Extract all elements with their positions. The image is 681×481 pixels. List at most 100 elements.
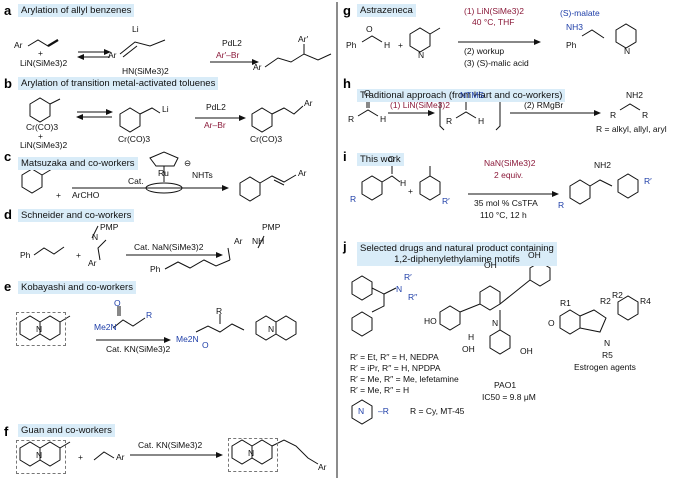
panel-b-li: Li xyxy=(162,104,169,114)
panel-d-ar: Ar xyxy=(88,258,97,268)
panel-f-arene-box xyxy=(16,440,66,474)
panel-h-r: R xyxy=(348,114,355,124)
panel-d-product-pmp: PMP xyxy=(262,222,281,232)
panel-h-product-r2: R xyxy=(642,110,649,120)
panel-h-h2: H xyxy=(478,116,485,126)
panel-j-drug4: R′ = Me, R′′ = H xyxy=(350,385,410,395)
panel-divider xyxy=(336,2,338,478)
panel-j-estrogen-o: O xyxy=(548,318,555,328)
panel-b-cr3: Cr(CO)3 xyxy=(250,134,283,144)
panel-f-product-ar: Ar xyxy=(318,462,327,472)
panel-b-heading: Arylation of transition metal-activated … xyxy=(18,77,219,90)
panel-c-aldehyde: ArCHO xyxy=(72,190,100,200)
panel-i-base: NaN(SiMe3)2 xyxy=(484,158,536,168)
panel-a-base: LiN(SiMe3)2 xyxy=(20,58,68,68)
panel-f-plus: + xyxy=(78,452,83,462)
panel-c-ar: Ar xyxy=(298,168,307,178)
panel-b-base: LiN(SiMe3)2 xyxy=(20,140,68,150)
panel-j-drug2: R′ = iPr, R′′ = H, NPDPA xyxy=(350,363,441,373)
panel-e-product-o: O xyxy=(202,340,209,350)
panel-c-structures xyxy=(21,151,297,202)
panel-c-heading: Matsuzaka and co-workers xyxy=(18,157,138,170)
panel-h-heading: Traditional approach (from Hart and co-w… xyxy=(357,89,566,102)
panel-a-mid-ar: Ar xyxy=(108,50,117,60)
panel-e-catalyst: Cat. KN(SiMe3)2 xyxy=(106,344,171,354)
panel-j-pao-name: PAO1 xyxy=(494,380,517,390)
panel-g-ph: Ph xyxy=(346,40,357,50)
panel-b-structures xyxy=(29,97,304,133)
panel-d-product-ph: Ph xyxy=(150,264,161,274)
panel-j-r1: R′ xyxy=(404,272,412,282)
panel-f-structures xyxy=(19,439,319,467)
panel-h-r2: R xyxy=(446,116,453,126)
panel-a-plus: + xyxy=(38,48,43,58)
panel-j-heading-line1: Selected drugs and natural product conta… xyxy=(360,243,554,254)
panel-d-structures xyxy=(33,225,265,270)
panel-d-heading: Schneider and co-workers xyxy=(18,209,135,222)
panel-c-nhts: NHTs xyxy=(192,170,213,180)
panel-h-label: h xyxy=(343,76,351,91)
panel-a-pdl2: PdL2 xyxy=(222,38,242,48)
panel-i-additive: 35 mol % CsTFA xyxy=(474,198,538,208)
panel-h-r-definition: R = alkyl, allyl, aryl xyxy=(596,124,667,134)
panel-h-step2: (2) RMgBr xyxy=(524,100,564,110)
panel-j-piperazine-n: N xyxy=(358,406,365,416)
panel-e-arene-box xyxy=(16,312,66,346)
panel-i-product-r: R xyxy=(558,200,565,210)
panel-b-arbr: Ar–Br xyxy=(204,120,226,130)
panel-b-ar: Ar xyxy=(304,98,313,108)
panel-g-h: H xyxy=(384,40,391,50)
panel-i-product-r-prime: R′ xyxy=(644,176,652,186)
panel-g-salt: (S)-malate xyxy=(560,8,600,18)
panel-h-h: H xyxy=(380,114,387,124)
panel-f-n: N xyxy=(36,450,43,460)
panel-j-estrogen-r5: R5 xyxy=(602,350,613,360)
panel-i-h: H xyxy=(400,178,407,188)
panel-c-label: c xyxy=(4,149,12,164)
panel-c-cat: Cat. xyxy=(128,176,144,186)
panel-g-step1b: 40 °C, THF xyxy=(472,17,515,27)
panel-c-plus: + xyxy=(56,190,61,200)
panel-f-catalyst: Cat. KN(SiMe3)2 xyxy=(138,440,203,450)
panel-e-structures xyxy=(19,306,297,341)
panel-g-step3: (3) (S)-malic acid xyxy=(464,58,529,68)
panel-e-product-r: R xyxy=(216,306,223,316)
panel-f-label: f xyxy=(4,424,9,439)
panel-f-heading: Guan and co-workers xyxy=(18,424,115,437)
panel-g-plus: + xyxy=(398,40,403,50)
panel-i-conditions: 110 °C, 12 h xyxy=(480,210,527,220)
panel-a-li: Li xyxy=(132,24,139,34)
panel-i-plus: + xyxy=(408,186,413,196)
panel-f-product-n: N xyxy=(248,448,255,458)
panel-j-amine-n: N xyxy=(396,284,403,294)
panel-i-nh2: NH2 xyxy=(594,160,612,170)
panel-a-heading: Arylation of allyl benzenes xyxy=(18,4,135,17)
panel-f-product-box xyxy=(228,438,278,472)
panel-j-heading-line2: 1,2-diphenylethylamine motifs xyxy=(394,254,520,265)
panel-a-label: a xyxy=(4,3,12,18)
panel-j-estrogen-label: Estrogen agents xyxy=(574,362,636,372)
panel-i-r: R xyxy=(350,194,357,204)
panel-j-pao-oh4: OH xyxy=(520,346,533,356)
panel-d-product-ar: Ar xyxy=(234,236,243,246)
panel-h-step1: (1) LiN(SiMe3)2 xyxy=(390,100,450,110)
panel-j-pao-oh3: OH xyxy=(462,344,475,354)
panel-j-r2: R′′ xyxy=(408,292,418,302)
panel-j-estrogen-r1: R1 xyxy=(560,298,571,308)
panel-d-plus: + xyxy=(76,250,81,260)
panel-a-product-ar1: Ar′ xyxy=(298,34,309,44)
panel-g-heading: Astrazeneca xyxy=(357,4,416,17)
panel-e-r: R xyxy=(146,310,153,320)
panel-i-structures xyxy=(361,164,639,205)
panel-i-heading: This work xyxy=(357,153,404,166)
panel-j-estrogen-r2a: R2 xyxy=(600,296,611,306)
panel-b-pdl2: PdL2 xyxy=(206,102,226,112)
panel-j-ic50: IC50 = 9.8 μM xyxy=(482,392,536,402)
panel-j-estrogen-r4: R4 xyxy=(640,296,651,306)
panel-d-product-nh: NH xyxy=(252,236,265,246)
panel-d-label: d xyxy=(4,207,12,222)
panel-e-label: e xyxy=(4,279,12,294)
panel-j-piperazine-r: –R xyxy=(378,406,389,416)
panel-g-n: N xyxy=(418,50,425,60)
